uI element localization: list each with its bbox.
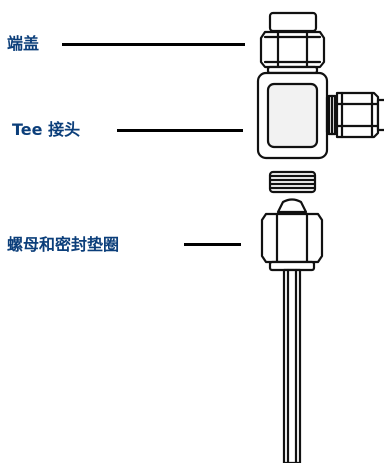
bottom-threads-part: [268, 170, 317, 194]
tee-fitting-label: Tee 接头: [12, 120, 81, 139]
nut-and-ferrule-label: 螺母和密封垫圈: [7, 235, 120, 254]
nut-and-ferrule-part: [260, 198, 324, 272]
end-cap-part: [259, 11, 326, 75]
end-cap-label: 端盖: [7, 34, 40, 53]
tee-body-part: [256, 71, 329, 160]
tee-fitting-leader-line: [117, 129, 243, 132]
side-nut-part: [325, 91, 384, 139]
tube-part: [282, 268, 302, 463]
end-cap-leader-line: [62, 43, 245, 46]
nut-and-ferrule-leader-line: [184, 243, 241, 246]
